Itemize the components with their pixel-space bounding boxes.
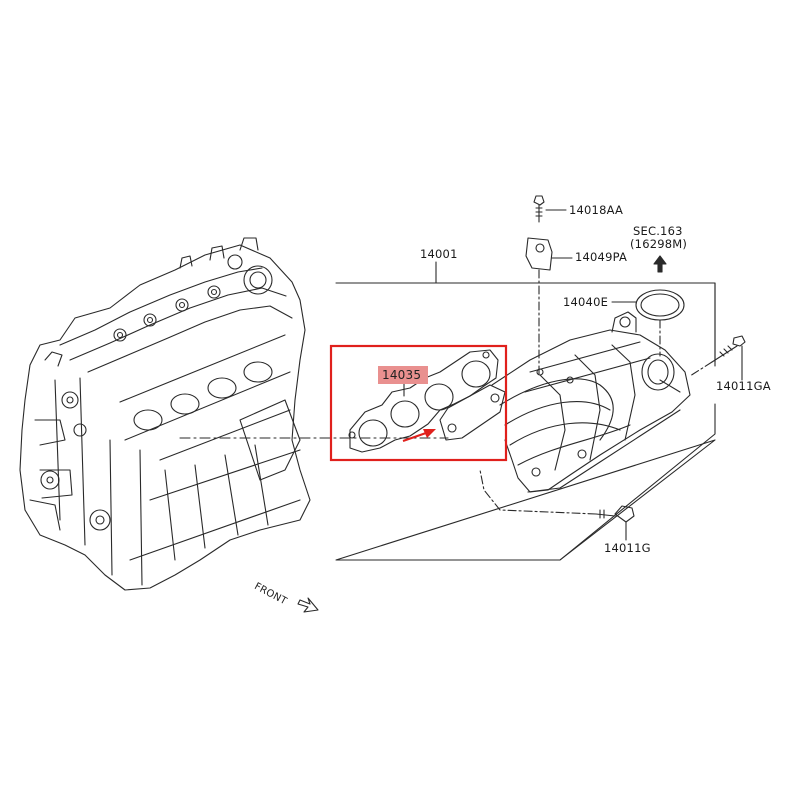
assembly-boundary: [335, 282, 716, 561]
label-sec-ref-2: (16298M): [630, 237, 688, 251]
label-o-ring: 14040E: [563, 295, 609, 309]
bolt-14011g: [479, 469, 635, 541]
sec-arrow: [653, 255, 667, 273]
front-arrow: [297, 597, 319, 613]
bracket-14049pa: [525, 237, 573, 377]
label-sec-ref-1: SEC.163: [633, 224, 683, 238]
intake-manifold: [439, 311, 691, 493]
bolt-14018aa: [533, 195, 567, 223]
engine-block: [19, 237, 311, 591]
label-bolt-bottom: 14011G: [604, 541, 651, 555]
o-ring-14040e: [611, 289, 685, 357]
label-assembly: 14001: [420, 247, 458, 261]
highlight-box: [329, 344, 508, 462]
label-bracket: 14049PA: [575, 250, 628, 264]
bolt-14011ga: [689, 335, 746, 381]
label-gasket: 14035: [382, 368, 422, 382]
label-bolt-top: 14018AA: [569, 203, 624, 217]
gasket: [348, 349, 499, 453]
label-bolt-right: 14011GA: [716, 379, 771, 393]
label-highlight-fill: [378, 366, 428, 384]
highlight-arrow: [402, 429, 436, 442]
